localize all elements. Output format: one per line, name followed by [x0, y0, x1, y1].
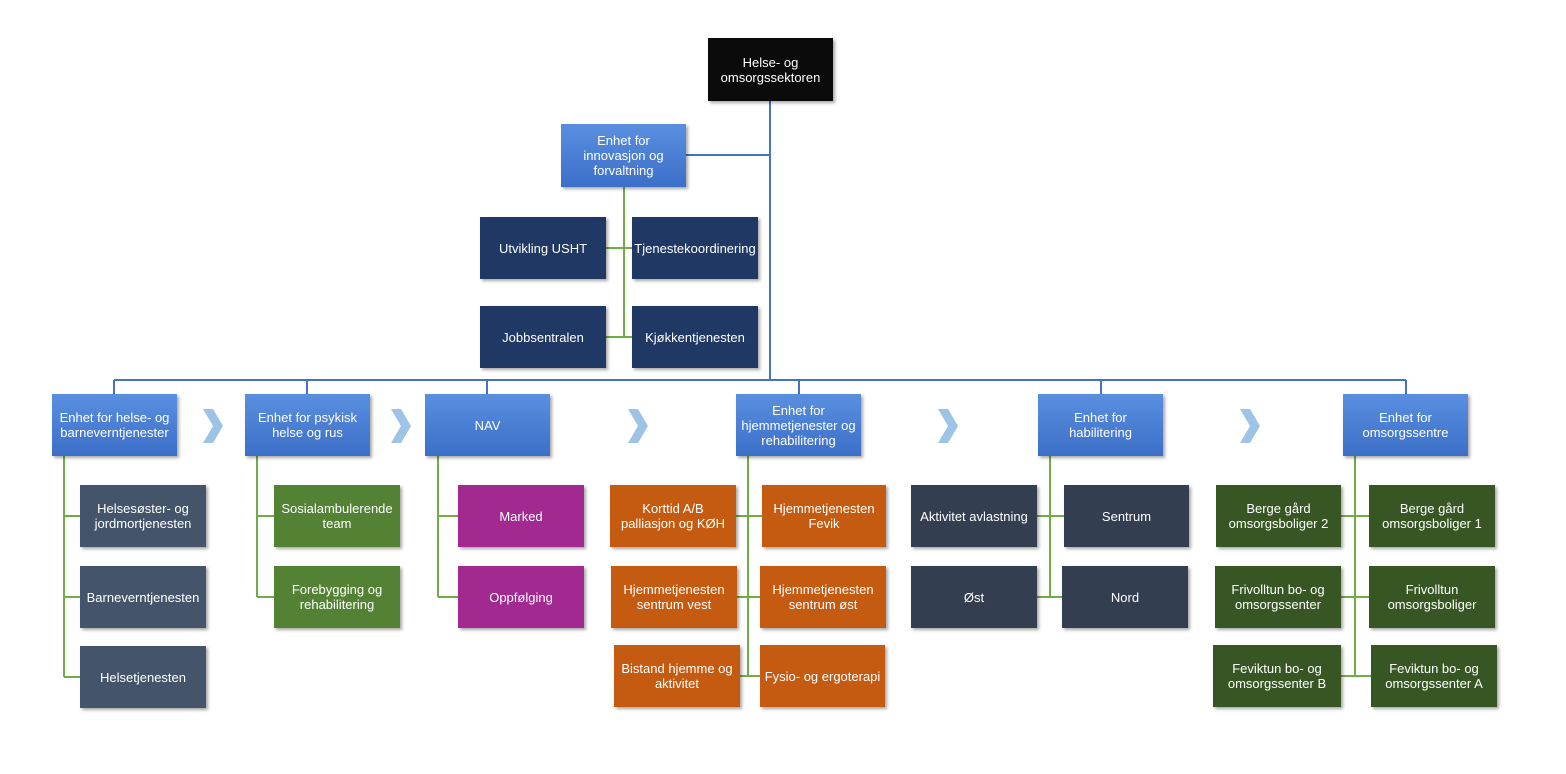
sub-sentrum-vest: Hjemmetjenesten sentrum vest [611, 566, 737, 628]
chevron-right-icon [391, 409, 411, 443]
sub-nord: Nord [1062, 566, 1188, 628]
sub-feviktun-b: Feviktun bo- og omsorgssenter B [1213, 645, 1341, 707]
sub-helsesoster: Helsesøster- og jordmortjenesten [80, 485, 206, 547]
sub-sosialambulerende: Sosialambulerende team [274, 485, 400, 547]
sub-frivolltun-omsorgsboliger: Frivolltun omsorgsboliger [1369, 566, 1495, 628]
sub-kjokkentjenesten: Kjøkkentjenesten [632, 306, 758, 368]
chevron-right-icon [203, 409, 223, 443]
sub-feviktun-a: Feviktun bo- og omsorgssenter A [1371, 645, 1497, 707]
sub-fysio-ergoterapi: Fysio- og ergoterapi [760, 645, 885, 707]
unit-helse-barnevern: Enhet for helse- og barneverntjenester [52, 394, 177, 456]
unit-habilitering: Enhet for habilitering [1038, 394, 1163, 456]
unit-psykisk-helse: Enhet for psykisk helse og rus [245, 394, 370, 456]
sub-frivolltun-bo: Frivolltun bo- og omsorgssenter [1215, 566, 1341, 628]
sub-jobbsentralen: Jobbsentralen [480, 306, 606, 368]
top-node: Helse- og omsorgssektoren [708, 38, 833, 101]
sub-bistand-hjemme: Bistand hjemme og aktivitet [614, 645, 740, 707]
sub-hjemmetjenesten-fevik: Hjemmetjenesten Fevik [762, 485, 886, 547]
sub-berge-gard-1: Berge gård omsorgsboliger 1 [1369, 485, 1495, 547]
sub-berge-gard-2: Berge gård omsorgsboliger 2 [1216, 485, 1341, 547]
unit-nav: NAV [425, 394, 550, 456]
sub-utvikling-usht: Utvikling USHT [480, 217, 606, 279]
sub-forebygging: Forebygging og rehabilitering [274, 566, 400, 628]
chevron-right-icon [1240, 409, 1260, 443]
sub-sentrum-ost: Hjemmetjenesten sentrum øst [760, 566, 886, 628]
chevron-right-icon [938, 409, 958, 443]
sub-sentrum: Sentrum [1064, 485, 1189, 547]
chevron-right-icon [628, 409, 648, 443]
sub-helsetjenesten: Helsetjenesten [80, 646, 206, 708]
sub-korttid: Korttid A/B palliasjon og KØH [610, 485, 736, 547]
sub-aktivitet-avlastning: Aktivitet avlastning [911, 485, 1037, 547]
sub-oppfolging: Oppfølging [458, 566, 584, 628]
sub-ost: Øst [911, 566, 1037, 628]
unit-hjemmetjenester: Enhet for hjemmetjenester og rehabiliter… [736, 394, 861, 456]
unit-omsorgssentre: Enhet for omsorgssentre [1343, 394, 1468, 456]
sub-marked: Marked [458, 485, 584, 547]
unit-innovasjon: Enhet for innovasjon og forvaltning [561, 124, 686, 187]
sub-barneverntjenesten: Barneverntjenesten [80, 566, 206, 628]
sub-tjenestekoordinering: Tjenestekoordinering [632, 217, 758, 279]
